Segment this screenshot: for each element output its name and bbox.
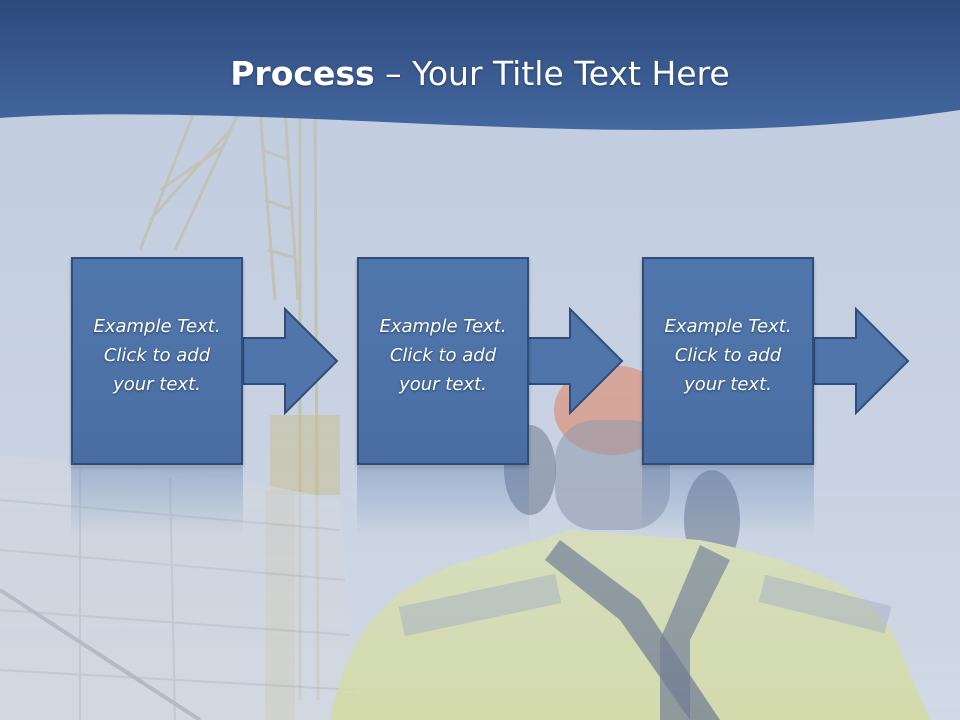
header-band	[0, 0, 960, 130]
title-rest: – Your Title Text Here	[374, 54, 730, 93]
arrow-3-icon	[813, 306, 910, 416]
title-bold: Process	[230, 54, 375, 93]
arrow-2-icon	[527, 306, 624, 416]
process-step-1[interactable]: Example Text. Click to add your text.	[71, 257, 243, 465]
arrow-1-icon	[242, 306, 339, 416]
process-step-2[interactable]: Example Text. Click to add your text.	[357, 257, 529, 465]
step-3-text: Example Text. Click to add your text.	[664, 315, 792, 395]
step-1-text: Example Text. Click to add your text.	[93, 315, 221, 395]
slide-title[interactable]: Process – Your Title Text Here	[0, 50, 960, 98]
step-2-reflection	[357, 467, 529, 537]
process-step-3[interactable]: Example Text. Click to add your text.	[642, 257, 814, 465]
step-3-reflection	[642, 467, 814, 537]
step-1-reflection	[71, 467, 243, 537]
step-2-text: Example Text. Click to add your text.	[379, 315, 507, 395]
